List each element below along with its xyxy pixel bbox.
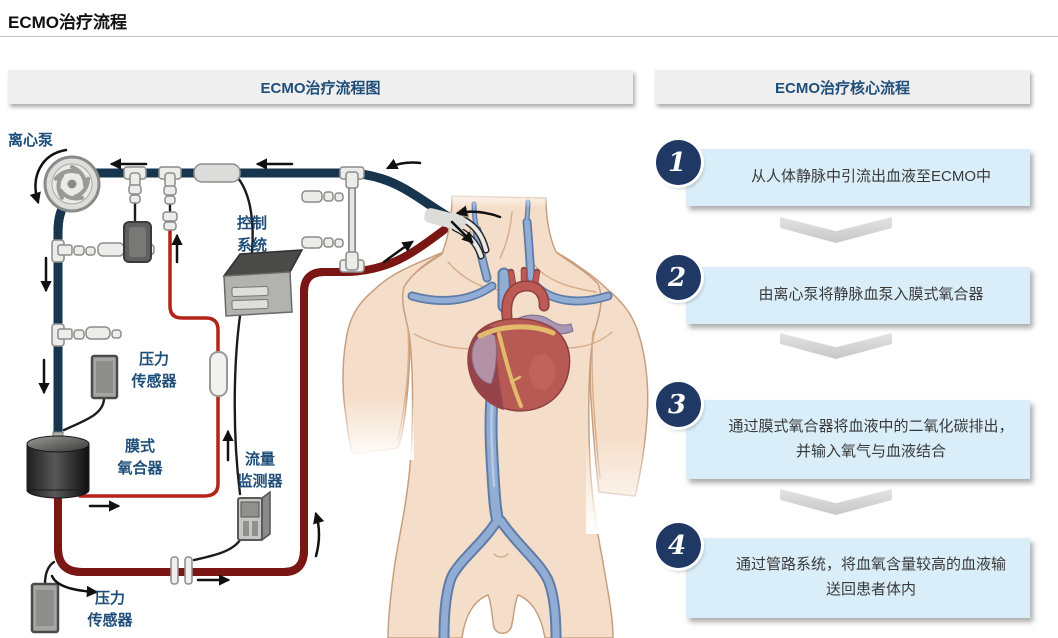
page-title: ECMO治疗流程 bbox=[8, 13, 127, 32]
label-control-system: 控制 系统 bbox=[236, 215, 267, 254]
patient-body bbox=[387, 195, 614, 638]
label-pressure-sensor-top: 压力 传感器 bbox=[131, 351, 177, 390]
handheld-device bbox=[123, 221, 152, 263]
title-divider bbox=[0, 36, 1058, 37]
pressure-sensor-top-device bbox=[90, 354, 119, 400]
control-system-device bbox=[222, 249, 304, 317]
step-1-box: 从人体静脉中引流出血液至ECMO中 bbox=[686, 149, 1030, 206]
step-3-box: 通过膜式氧合器将血液中的二氧化碳排出， 并输入氧气与血液结合 bbox=[686, 400, 1030, 479]
step-4-text-2: 送回患者体内 bbox=[825, 581, 916, 598]
heart bbox=[467, 266, 574, 412]
down-chevron-icon bbox=[780, 489, 892, 515]
label-membrane-oxygenator: 膜式 氧合器 bbox=[117, 438, 163, 477]
flow-arrows bbox=[29, 148, 502, 598]
step-1-text: 从人体静脉中引流出血液至ECMO中 bbox=[750, 168, 991, 186]
step-3-text: 通过膜式氧合器将血液中的二氧化碳排出， bbox=[728, 417, 1014, 435]
left-panel-header: ECMO治疗流程图 bbox=[8, 70, 633, 104]
step-1-number-badge: 1 bbox=[656, 140, 701, 185]
label-pressure-sensor-bottom: 压力 传感器 bbox=[87, 590, 133, 629]
label-centrifugal-pump: 离心泵 bbox=[8, 132, 54, 149]
step-3-text-2: 并输入氧气与血液结合 bbox=[795, 442, 946, 460]
tube-clamp bbox=[170, 556, 193, 585]
step-3-number-badge: 3 bbox=[656, 382, 701, 427]
label-flow-monitor: 流量 监测器 bbox=[237, 451, 283, 490]
membrane-oxygenator-device bbox=[26, 431, 90, 499]
centrifugal-pump bbox=[43, 155, 101, 213]
pressure-sensor-bottom-device bbox=[30, 582, 60, 634]
step-4-number-badge: 4 bbox=[656, 523, 701, 568]
flow-monitor-device bbox=[237, 490, 271, 542]
down-chevron-icon bbox=[780, 333, 892, 359]
down-chevron-icon bbox=[780, 217, 892, 243]
ecmo-circuit-diagram bbox=[26, 148, 660, 638]
step-4-text: 通过管路系统，将血氧含量较高的血液输 bbox=[735, 556, 1006, 574]
pressure-line-red bbox=[78, 226, 220, 498]
step-4-box: 通过管路系统，将血氧含量较高的血液输 送回患者体内 bbox=[686, 538, 1030, 618]
sensor-cables bbox=[43, 176, 254, 586]
step-2-number-badge: 2 bbox=[656, 255, 701, 300]
patient-torso bbox=[336, 190, 660, 638]
pressure-pod bbox=[209, 351, 228, 397]
right-panel-header: ECMO治疗核心流程 bbox=[655, 70, 1030, 104]
step-2-box: 由离心泵将静脉血泵入膜式氧合器 bbox=[686, 267, 1030, 324]
step-2-text: 由离心泵将静脉血泵入膜式氧合器 bbox=[758, 286, 984, 304]
